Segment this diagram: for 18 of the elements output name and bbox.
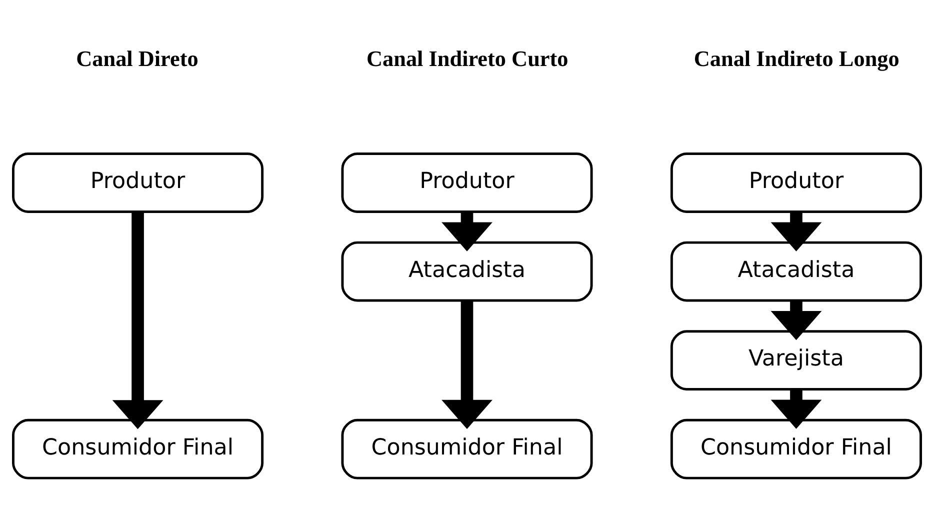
label: Canal Indireto Curto: [366, 46, 568, 71]
node-box: Atacadista: [341, 240, 593, 302]
arrow: [442, 300, 492, 429]
arrow: [770, 388, 822, 428]
node-box: Consumidor Final: [670, 418, 922, 479]
node-box: Atacadista: [670, 240, 922, 302]
node-box: Consumidor Final: [12, 418, 264, 479]
arrow: [442, 211, 492, 251]
node-box: Produtor: [12, 152, 264, 212]
label: Canal Direto: [76, 46, 198, 71]
label: Canal Indireto Longo: [694, 46, 900, 71]
node-box: Produtor: [670, 152, 922, 212]
arrow: [770, 211, 822, 251]
node-box: Consumidor Final: [341, 418, 593, 479]
node-box: Produtor: [341, 152, 593, 212]
arrow: [112, 212, 164, 429]
arrow: [770, 300, 822, 340]
node-box: Varejista: [670, 330, 922, 390]
